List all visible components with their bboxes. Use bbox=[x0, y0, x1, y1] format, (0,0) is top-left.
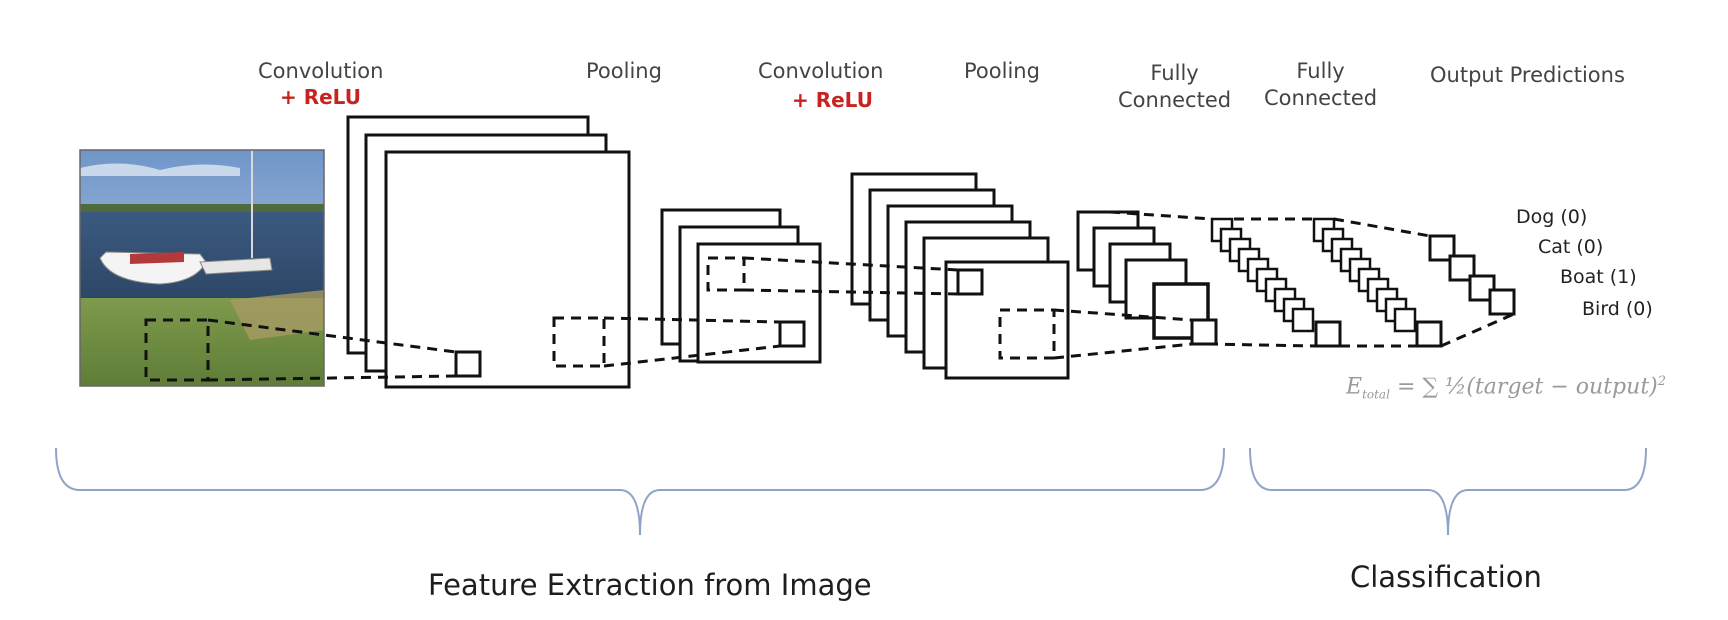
loss-formula-sub: total bbox=[1362, 387, 1390, 402]
connection-lines bbox=[207, 210, 1515, 382]
pool2-label: Pooling bbox=[964, 59, 1040, 83]
loss-formula-sup: 2 bbox=[1657, 374, 1667, 389]
output-label-cat: Cat (0) bbox=[1538, 236, 1604, 258]
feature-extraction-brace bbox=[55, 447, 1225, 536]
conv2-label: Convolution bbox=[758, 59, 884, 83]
conv1-feature-maps bbox=[346, 115, 631, 389]
fc1-neurons bbox=[1210, 217, 1342, 348]
loss-formula-rhs: = ∑ ½(target − output) bbox=[1396, 374, 1658, 400]
pool1-feature-maps bbox=[660, 208, 822, 364]
input-image bbox=[79, 149, 325, 387]
loss-formula: Etotal = ∑ ½(target − output)2 bbox=[1346, 374, 1666, 402]
target-boxes bbox=[454, 268, 1218, 378]
output-label-bird: Bird (0) bbox=[1582, 298, 1653, 320]
classification-brace bbox=[1249, 447, 1647, 536]
fc2-label-line1: Fully bbox=[1296, 59, 1345, 83]
conv1-label: Convolution bbox=[258, 59, 384, 83]
fc2-label-line2: Connected bbox=[1264, 86, 1378, 110]
output-neurons bbox=[1428, 234, 1516, 316]
pool2-feature-maps bbox=[1076, 210, 1210, 340]
output-predictions-label: Output Predictions bbox=[1430, 63, 1625, 87]
classification-caption: Classification bbox=[1350, 560, 1542, 594]
fc2-neurons bbox=[1312, 217, 1443, 348]
pool1-label: Pooling bbox=[586, 59, 662, 83]
fc1-label: Fully Connected bbox=[1118, 60, 1231, 114]
conv2-relu-label: + ReLU bbox=[792, 88, 873, 112]
fc1-label-line2: Connected bbox=[1118, 88, 1232, 112]
fc1-label-line1: Fully bbox=[1150, 61, 1199, 85]
feature-extraction-caption: Feature Extraction from Image bbox=[428, 568, 872, 602]
output-label-boat: Boat (1) bbox=[1560, 266, 1637, 288]
loss-formula-lhs: E bbox=[1346, 374, 1363, 400]
receptive-field-boxes bbox=[144, 256, 1056, 382]
output-label-dog: Dog (0) bbox=[1516, 206, 1588, 228]
fc2-label: Fully Connected bbox=[1264, 58, 1377, 112]
conv1-relu-label: + ReLU bbox=[280, 85, 361, 109]
